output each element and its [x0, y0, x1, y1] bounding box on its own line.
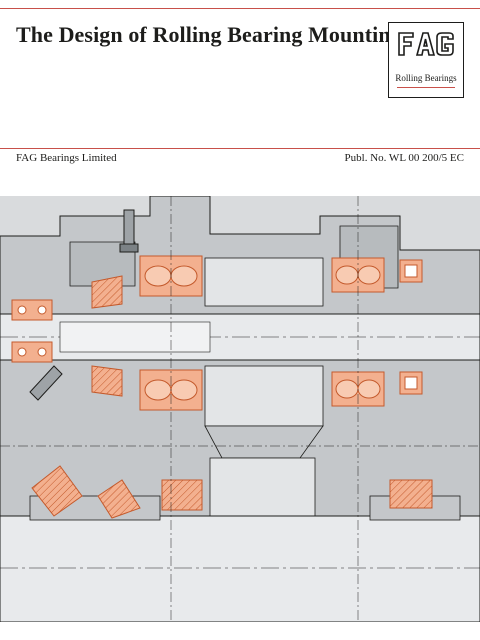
logo-subtitle: Rolling Bearings	[395, 73, 457, 83]
lower-shaft	[0, 495, 480, 622]
document-title: The Design of Rolling Bearing Mountings	[16, 22, 411, 47]
tapered-bearing-small-bottom	[91, 365, 123, 397]
bearing-mounting-drawing	[0, 196, 480, 622]
tapered-bearing-small-top	[91, 275, 123, 309]
cylindrical-roller-bearing-far-right-bottom	[399, 371, 423, 395]
sensor-fitting-bottom	[29, 365, 63, 401]
middle-rule	[0, 148, 480, 149]
logo-rule	[397, 87, 455, 88]
publication-number: Publ. No. WL 00 200/5 EC	[344, 152, 464, 164]
tapered-bearing-lower-right	[389, 479, 433, 509]
deep-groove-bearing-left-top	[11, 299, 53, 321]
top-rule	[0, 8, 480, 9]
sensor-fitting-top	[119, 209, 139, 253]
cylindrical-roller-bearing-far-right-top	[399, 259, 423, 283]
tapered-bearing-lower-left	[31, 465, 141, 519]
tapered-bearing-lower-center	[161, 479, 203, 511]
fag-logo: Rolling Bearings	[388, 22, 464, 98]
fag-logo-mark	[398, 32, 454, 56]
deep-groove-bearing-left-bottom	[11, 341, 53, 363]
publisher-name: FAG Bearings Limited	[16, 152, 117, 164]
center-lines	[0, 196, 480, 622]
main-shaft	[0, 313, 480, 361]
